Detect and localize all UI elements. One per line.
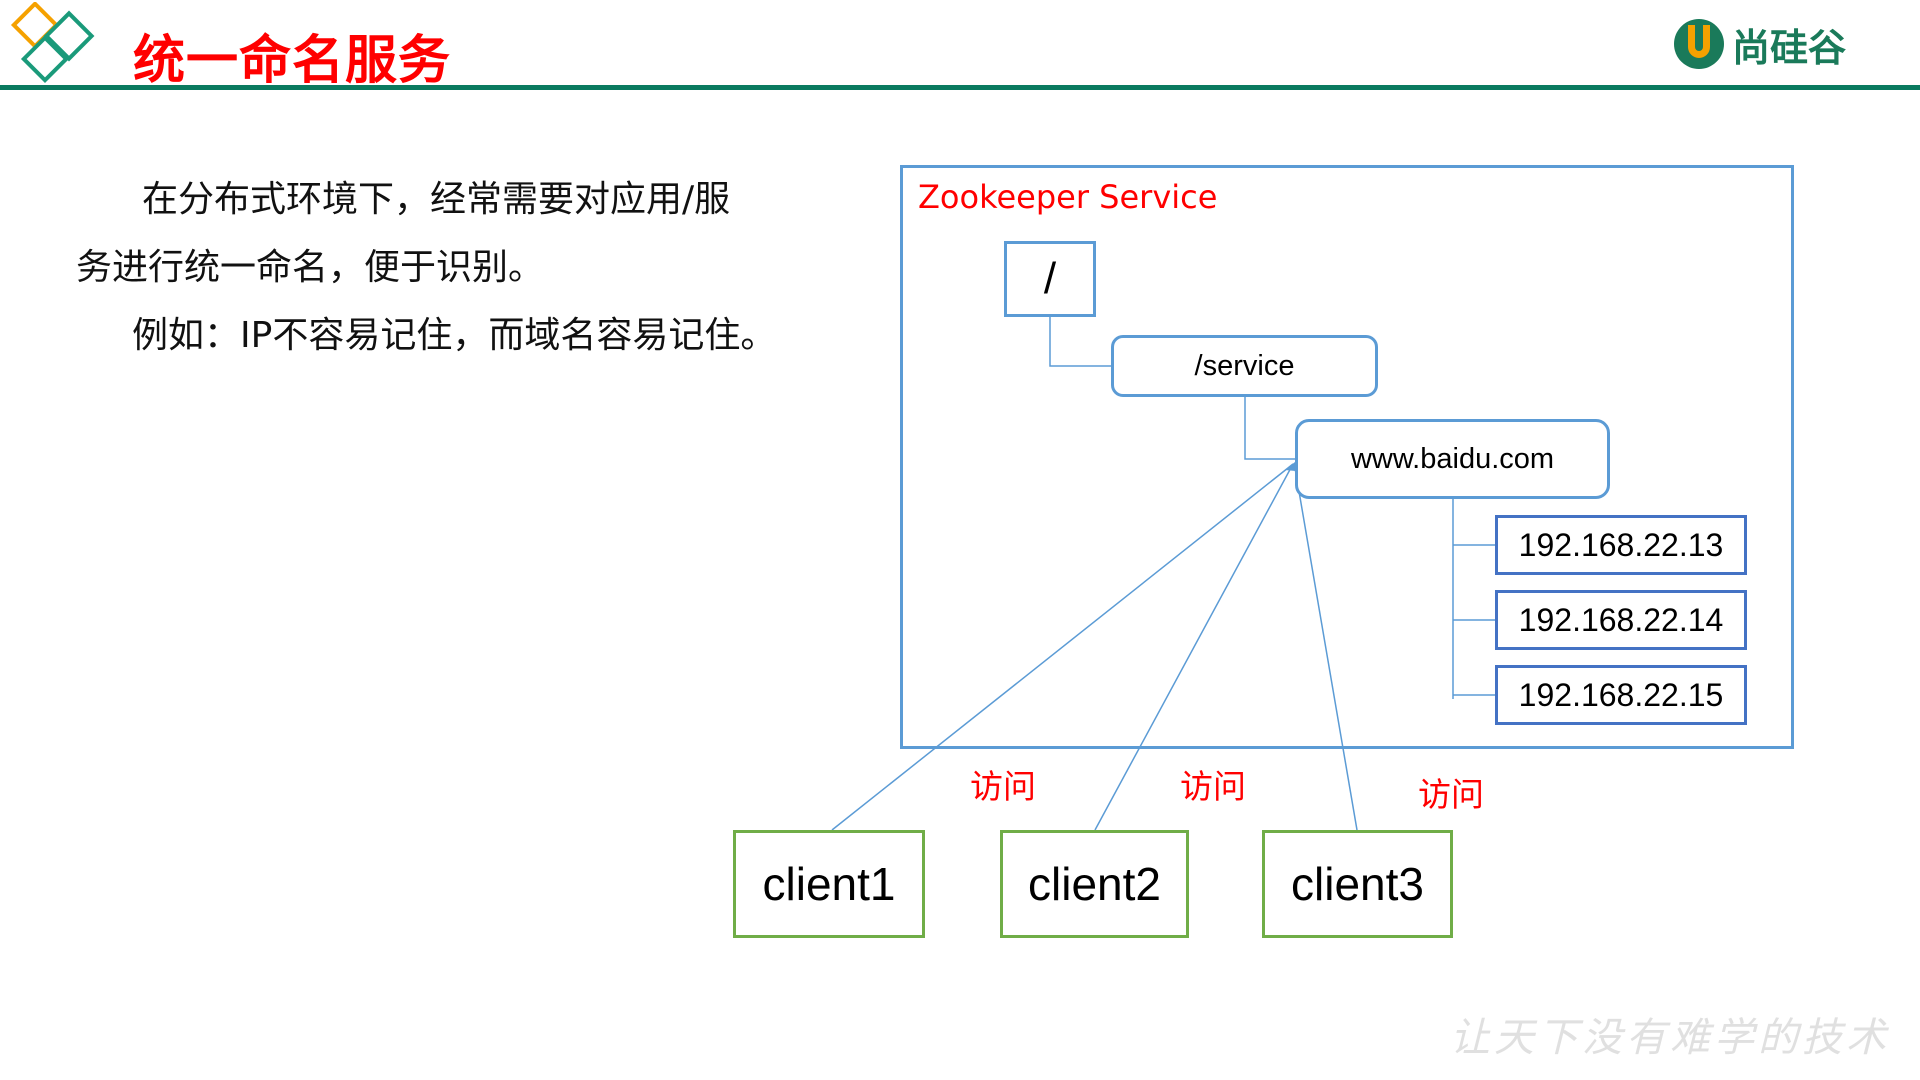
access-label: 访问 bbox=[1418, 775, 1484, 814]
client-node: client3 bbox=[1262, 830, 1453, 938]
ip-node: 192.168.22.14 bbox=[1495, 590, 1747, 650]
client2-access-line bbox=[1094, 463, 1294, 831]
client-node: client2 bbox=[1000, 830, 1189, 938]
ip-node: 192.168.22.15 bbox=[1495, 665, 1747, 725]
header-diamond-logo-icon bbox=[10, 2, 95, 84]
client1-access-line bbox=[831, 463, 1294, 831]
access-label: 访问 bbox=[1180, 767, 1246, 806]
page-title: 统一命名服务 bbox=[133, 31, 452, 91]
root-znode: / bbox=[1004, 241, 1096, 317]
intro-line-1: 在分布式环境下，经常需要对应用/服 bbox=[142, 179, 731, 220]
service-to-domain-connector bbox=[1244, 397, 1295, 460]
footer-slogan: 让天下没有难学的技术 bbox=[1450, 1015, 1890, 1061]
brand-u-icon bbox=[1674, 19, 1724, 69]
ip-node: 192.168.22.13 bbox=[1495, 515, 1747, 575]
zookeeper-service-title: Zookeeper Service bbox=[918, 178, 1218, 216]
example-line: 例如：IP不容易记住，而域名容易记住。 bbox=[132, 315, 777, 356]
header-divider bbox=[0, 85, 1920, 90]
intro-line-2: 务进行统一命名，便于识别。 bbox=[76, 247, 545, 288]
client-node: client1 bbox=[733, 830, 925, 938]
service-znode: /service bbox=[1111, 335, 1378, 397]
client3-access-line bbox=[1294, 467, 1358, 831]
domain-znode: www.baidu.com bbox=[1295, 419, 1610, 499]
brand-name: 尚硅谷 bbox=[1732, 25, 1847, 70]
root-to-service-connector bbox=[1049, 317, 1111, 367]
zookeeper-service-container bbox=[900, 165, 1794, 749]
access-label: 访问 bbox=[970, 767, 1036, 806]
brand-logo: 尚硅谷 bbox=[1672, 14, 1846, 74]
